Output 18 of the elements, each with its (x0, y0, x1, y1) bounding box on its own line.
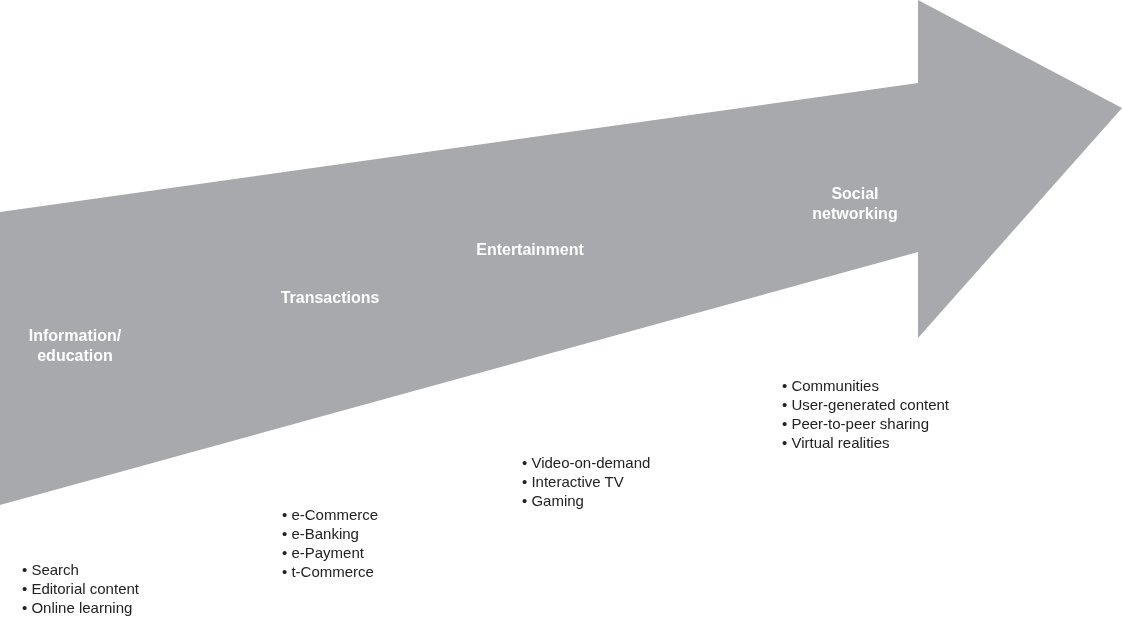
bullet-item: • Interactive TV (522, 472, 625, 491)
bullet-item: • Search (22, 560, 80, 579)
bullet-item: • Virtual realities (782, 433, 891, 452)
bullet-item: • t-Commerce (282, 562, 375, 581)
bullet-item: • Online learning (22, 598, 134, 617)
stage-label: Transactions (279, 288, 381, 308)
stage-label: Social networking (811, 184, 899, 224)
bullet-item: • Editorial content (22, 579, 139, 598)
bullet-item: • Peer-to-peer sharing (782, 414, 930, 433)
bullet-item: • e-Commerce (282, 505, 379, 524)
bullet-item: • Gaming (522, 491, 585, 510)
bullet-item: • User-generated content (782, 395, 949, 414)
stage-label: Entertainment (475, 240, 585, 260)
bullet-item: • Video-on-demand (522, 453, 651, 472)
bullet-item: • e-Payment (282, 543, 365, 562)
stage-label: Information/ education (27, 326, 123, 366)
bullet-item: • e-Banking (282, 524, 360, 543)
bullet-item: • Communities (782, 376, 880, 395)
